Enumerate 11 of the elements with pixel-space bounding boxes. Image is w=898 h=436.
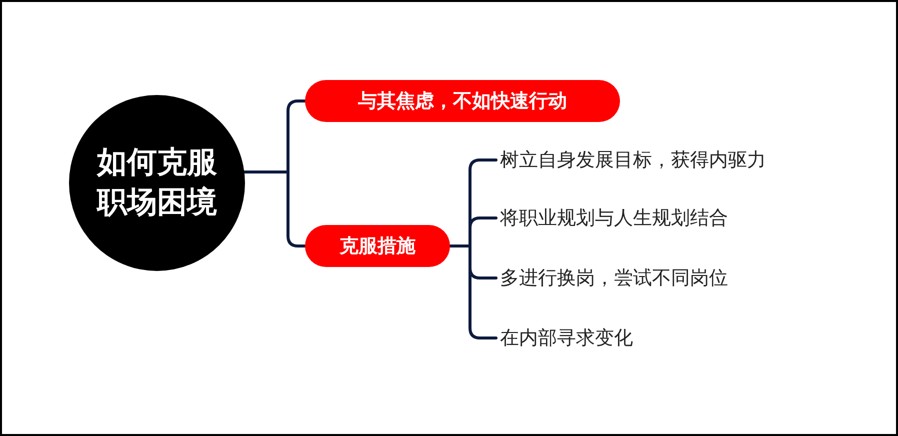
branch-connector — [242, 170, 306, 248]
branch-connector — [448, 244, 498, 340]
branch-label: 克服措施 — [340, 234, 416, 259]
leaf-text: 在内部寻求变化 — [499, 326, 634, 351]
branch-label: 与其焦虑，不如快速行动 — [358, 88, 567, 114]
leaf-text: 多进行换岗，尝试不同岗位 — [499, 266, 729, 291]
leaf-text: 树立自身发展目标，获得内驱力 — [499, 148, 767, 173]
branch-pill — [305, 225, 450, 267]
topic-title: 如何克服职场困境 — [97, 144, 217, 222]
leaf-text: 将职业规划与人生规划结合 — [499, 206, 729, 231]
branch-pill — [305, 80, 620, 122]
